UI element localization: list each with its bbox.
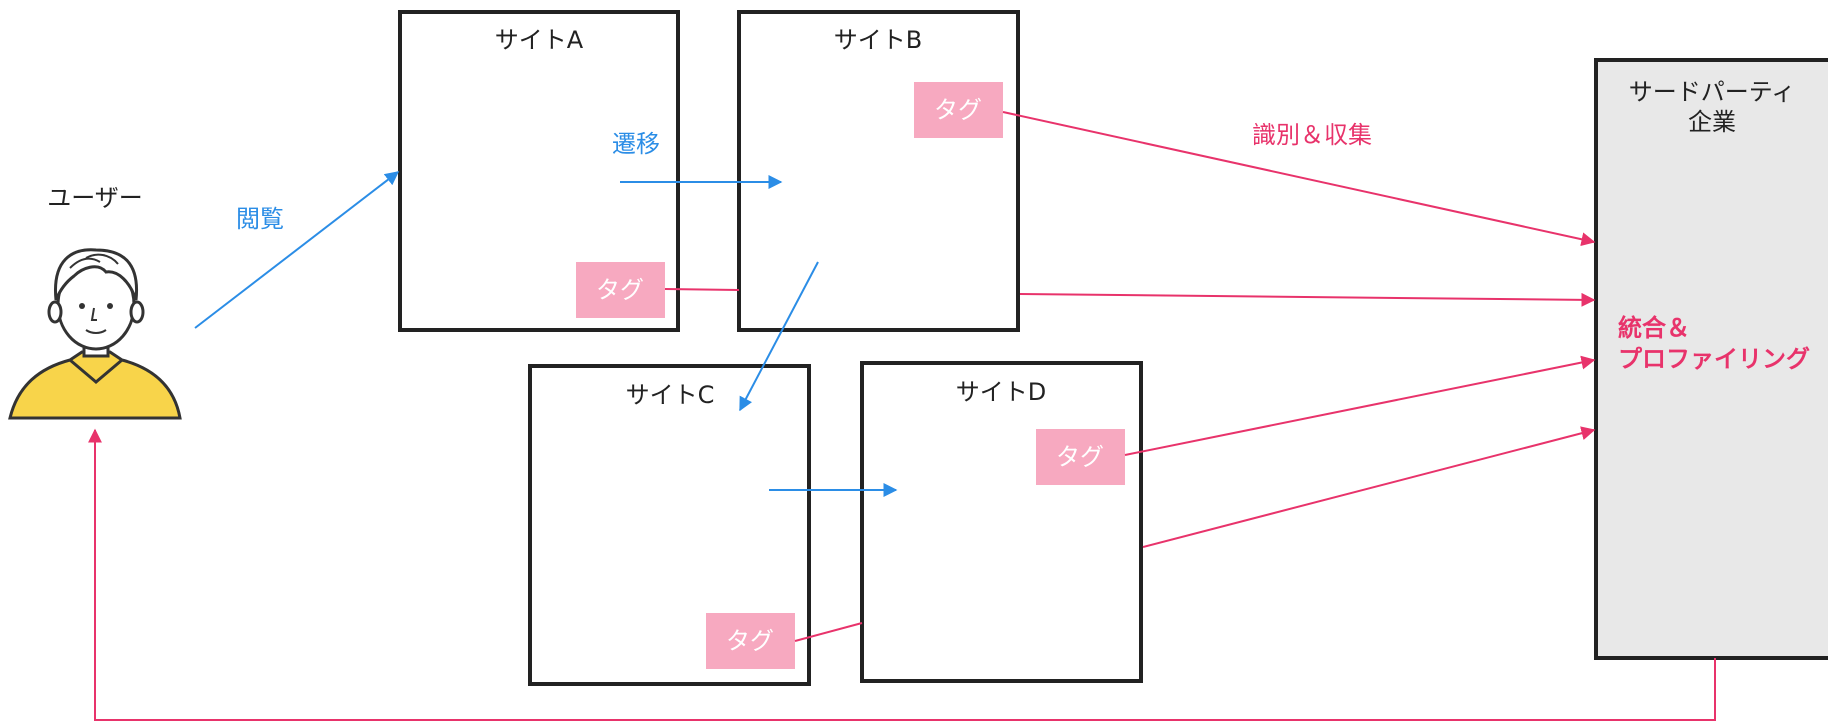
site-d-box <box>860 361 1143 683</box>
browse-label: 閲覧 <box>236 205 284 233</box>
transition-arrow-b-c <box>739 261 819 412</box>
site-d-tag-label: タグ <box>1056 443 1104 471</box>
collect-arrow-site-b-tag <box>1002 111 1596 247</box>
site-a-tag-connector <box>664 288 740 291</box>
browse-arrow <box>194 171 400 329</box>
site-b-box <box>737 10 1020 332</box>
site-b-label: サイトB <box>834 26 922 54</box>
site-c-label: サイトC <box>626 381 715 409</box>
user-avatar-icon <box>8 248 182 420</box>
site-c-tag-connector <box>794 622 863 642</box>
third-party-title-line2: 企業 <box>1688 108 1736 136</box>
integrate-label-line2: プロファイリング <box>1618 345 1810 373</box>
user-label: ユーザー <box>47 184 143 212</box>
site-b-tag-label: タグ <box>934 96 982 124</box>
site-d-tag <box>1036 429 1125 485</box>
site-a-tag <box>576 262 665 318</box>
site-a-tag-label: タグ <box>596 276 644 304</box>
integrate-label-line1: 統合＆ <box>1618 314 1690 342</box>
transition-label: 遷移 <box>612 130 660 158</box>
collect-label: 識別＆収集 <box>1252 121 1372 149</box>
feedback-arrow-to-user <box>88 428 1716 721</box>
collect-arrow-site-d <box>1142 426 1596 548</box>
site-c-tag <box>706 613 795 669</box>
site-a-label: サイトA <box>495 26 584 54</box>
collect-arrow-site-b <box>1019 292 1596 307</box>
third-party-title-line1: サードパーティ <box>1629 78 1796 106</box>
site-b-tag <box>914 82 1003 138</box>
third-party-box <box>1594 58 1828 660</box>
collect-arrow-site-d-tag <box>1124 355 1596 456</box>
site-c-tag-label: タグ <box>726 627 774 655</box>
site-d-label: サイトD <box>956 378 1046 406</box>
